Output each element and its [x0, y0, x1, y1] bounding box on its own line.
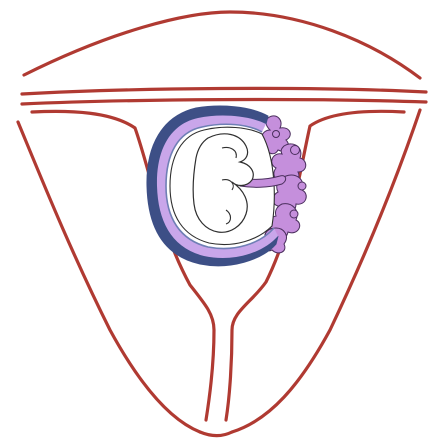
villi-bud-1	[291, 146, 300, 155]
villi-bud-4	[273, 131, 280, 138]
uterus-lower-band	[22, 100, 426, 104]
uterus-cervix-base	[200, 432, 232, 436]
villi-bud-2	[298, 182, 306, 190]
villi-bud-3	[290, 210, 298, 218]
uterus-upper-band	[22, 88, 426, 94]
embryo	[193, 134, 253, 232]
uterus-fundus-curve	[24, 12, 420, 78]
embryo-body	[193, 134, 253, 232]
